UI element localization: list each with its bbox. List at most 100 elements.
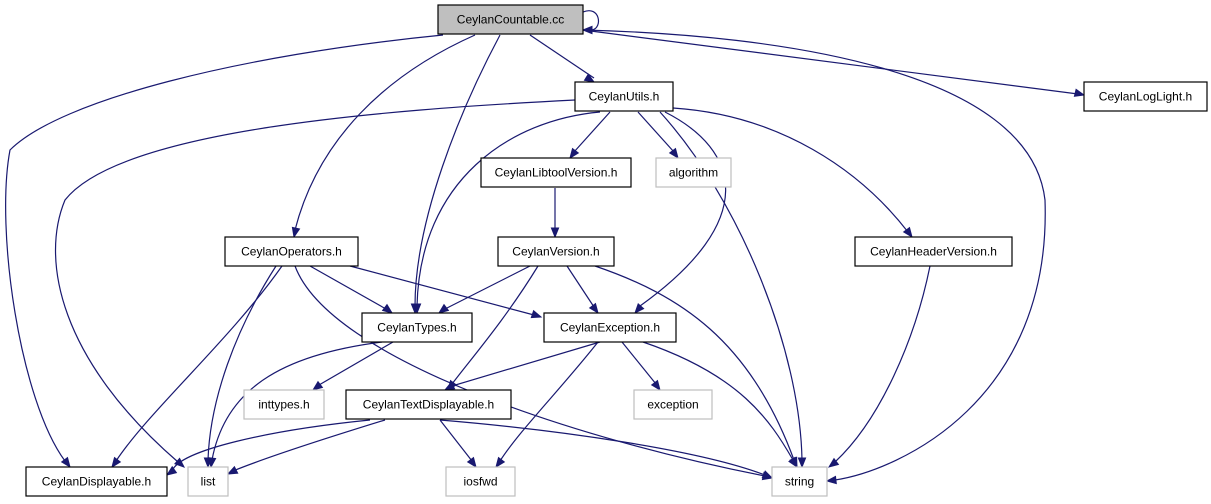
edge-line [672,107,909,233]
node-iosfwd: iosfwd [445,466,516,497]
edge-line [594,265,795,461]
node-utils[interactable]: CeylanUtils.h [574,81,674,112]
edge-exception_h-to-string [642,341,798,469]
edge-utils-to-types [412,111,601,315]
edge-line [451,265,539,385]
node-box [243,389,325,420]
edge-line [309,265,387,310]
edge-utils-to-string [659,111,807,469]
arrowhead [583,73,596,83]
arrowhead [634,303,645,315]
node-label: CeylanTextDisplayable.h [363,398,494,412]
edge-exception_h-to-iosfwd [495,341,599,469]
arrowhead [60,456,71,469]
edge-line [349,265,535,316]
node-box [574,81,674,112]
arrowhead [588,302,599,315]
edge-exception_h-to-textdisplayable [443,341,601,391]
node-box [854,236,1013,267]
edge-libtool-to-version [550,188,560,239]
edge-exception_h-to-exception [621,341,661,392]
edge-operators-to-list [203,265,277,469]
arrowhead [207,457,217,469]
node-label: algorithm [669,166,718,180]
edge-utils-to-algorithm [637,111,679,160]
edge-line [529,34,595,79]
edge-countable-to-operators [291,34,476,239]
node-box [361,312,473,343]
edge-line [171,419,371,472]
node-label: iosfwd [463,475,497,489]
edge-version-to-exception_h [566,265,599,315]
edge-line [232,419,386,472]
edge-headerversion-to-string [827,265,931,468]
node-algorithm: algorithm [655,157,732,188]
node-label: CeylanOperators.h [241,245,342,259]
arrowhead [291,226,301,239]
node-textdisplayable[interactable]: CeylanTextDisplayable.h [345,389,512,420]
node-box [543,312,677,343]
edge-line [621,341,657,385]
node-operators[interactable]: CeylanOperators.h [224,236,359,267]
node-box [655,157,732,188]
node-string: string [771,466,828,497]
node-countable[interactable]: CeylanCountable.cc [437,4,584,35]
arrowhead [111,456,122,469]
node-box [1083,81,1208,112]
edge-line [639,111,727,307]
node-displayable[interactable]: CeylanDisplayable.h [25,466,168,497]
edge-types-to-list [207,341,383,469]
arrowhead [650,379,661,392]
edge-version-to-string [594,265,798,469]
edge-line [582,10,600,31]
edge-line [211,341,383,461]
node-box [497,236,615,267]
edge-line [642,341,794,461]
arrowhead [443,381,456,391]
arrowhead [530,309,543,319]
arrowhead [466,456,477,469]
node-label: CeylanHeaderVersion.h [870,245,997,259]
node-inttypes: inttypes.h [243,389,325,420]
node-version[interactable]: CeylanVersion.h [497,236,615,267]
edge-textdisplayable-to-iosfwd [439,419,477,469]
arrowhead [761,470,774,479]
arrowhead [437,303,450,314]
edge-line [439,419,766,476]
edge-line [582,29,1046,481]
node-box [633,389,713,420]
edge-countable-to-loglight [582,29,1086,97]
node-box [224,236,359,267]
edge-line [637,111,675,153]
arrowhead [495,456,506,469]
edge-version-to-types [437,265,531,314]
node-label: list [201,475,216,489]
arrowhead [226,465,239,475]
edge-line [573,111,611,153]
edge-line [582,29,1079,95]
arrowhead [668,147,679,160]
edge-line [659,111,803,461]
edge-textdisplayable-to-list [226,419,386,475]
node-loglight[interactable]: CeylanLogLight.h [1083,81,1208,112]
arrowhead [165,465,178,476]
node-types[interactable]: CeylanTypes.h [361,312,473,343]
node-box [437,4,584,35]
arrowhead [827,457,840,468]
node-exception_h[interactable]: CeylanException.h [543,312,677,343]
arrowhead [311,380,324,391]
node-box [345,389,512,420]
node-label: CeylanUtils.h [589,90,660,104]
edge-line [54,99,576,463]
edge-line [5,34,444,462]
node-box [25,466,168,497]
edge-line [444,265,531,310]
node-headerversion[interactable]: CeylanHeaderVersion.h [854,236,1013,267]
node-libtool[interactable]: CeylanLibtoolVersion.h [480,157,632,188]
node-label: CeylanLibtoolVersion.h [495,166,618,180]
node-box [771,466,828,497]
node-label: string [785,475,814,489]
node-label: CeylanCountable.cc [457,13,564,27]
node-exception: exception [633,389,713,420]
